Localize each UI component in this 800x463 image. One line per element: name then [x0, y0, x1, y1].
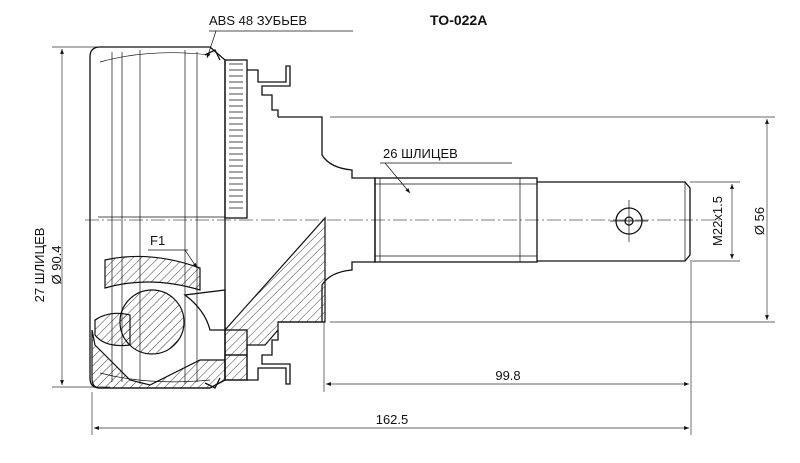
inner-splines-label: 27 ШЛИЦЕВ [32, 228, 47, 303]
stem-length-value: 99.8 [495, 368, 520, 383]
overall-length-value: 162.5 [376, 412, 409, 427]
stem [278, 116, 691, 323]
outer-splines-label: 26 ШЛИЦЕВ [383, 146, 458, 161]
f1-label: F1 [150, 233, 165, 248]
abs-label: ABS 48 ЗУБЬЕВ [209, 13, 307, 28]
inner-splines-diameter-label: 27 ШЛИЦЕВ Ø 90.4 [32, 228, 64, 303]
f1-leader [184, 249, 198, 269]
part-number: TO-022A [430, 12, 487, 28]
shaft-diameter-label: Ø 56 [752, 207, 767, 235]
center-hole [610, 200, 648, 242]
section-view [91, 216, 326, 389]
thread-label: M22x1.5 [710, 196, 725, 246]
cv-ball [119, 289, 185, 355]
